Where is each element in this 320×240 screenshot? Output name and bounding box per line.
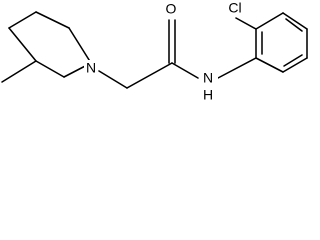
bond-co-nh: [171, 62, 199, 79]
bond-benz-6: [255, 57, 284, 73]
atom-amide-n-label: N: [203, 70, 213, 86]
atom-cl-label: Cl: [228, 0, 241, 16]
atom-oxygen-label: O: [166, 1, 177, 17]
mask-oxygen: [163, 2, 179, 18]
mask-cl: [223, 1, 248, 17]
bond-benz-2: [255, 12, 284, 30]
mask-nh: [199, 69, 218, 103]
bond-ring-c5-c6: [35, 60, 65, 78]
bond-benz-inner-2: [285, 18, 303, 32]
bond-ch2-co: [126, 62, 173, 89]
bond-ring-c3-n: [68, 27, 92, 64]
mask-n-ring: [84, 60, 98, 76]
bond-benz-3: [282, 12, 308, 30]
molecule-canvas: N O N H Cl: [0, 0, 320, 108]
bond-benz-5: [282, 57, 308, 73]
bond-cl: [235, 17, 257, 30]
molecule-diagram: N O N H Cl: [1, 0, 308, 103]
bond-ring-c6-c1: [8, 27, 37, 62]
bond-ring-c2-c3: [35, 11, 70, 29]
bond-nh-aryl: [217, 57, 257, 79]
bond-methyl: [1, 60, 37, 83]
atom-amide-h-label: H: [203, 87, 213, 103]
bond-n-ch2: [98, 70, 128, 89]
bond-benz-inner-3: [283, 54, 303, 67]
bond-ring-c1-c2: [8, 11, 37, 29]
atom-n-ring-label: N: [86, 60, 96, 76]
